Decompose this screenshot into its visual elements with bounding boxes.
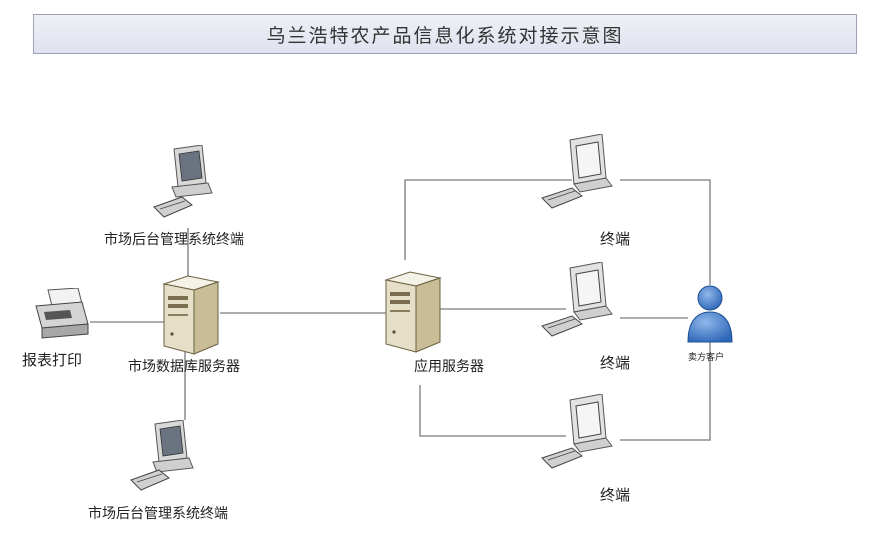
diagram-title-box: 乌兰浩特农产品信息化系统对接示意图 (33, 14, 857, 54)
user-icon-client (687, 285, 733, 343)
label-terminal-2: 终端 (600, 354, 631, 372)
printer-icon (35, 288, 89, 339)
label-terminal-3: 终端 (600, 486, 631, 504)
line-app-terminal-3 (419, 385, 566, 437)
label-app-server: 应用服务器 (414, 359, 484, 375)
server-icon-db (162, 275, 220, 355)
diagram-title: 乌兰浩特农产品信息化系统对接示意图 (266, 24, 624, 47)
label-terminal-bottom: 市场后台管理系统终端 (88, 506, 228, 522)
label-printer: 报表打印 (22, 351, 83, 369)
label-client: 卖方客户 (688, 353, 725, 363)
line-terminal-3-client (620, 340, 711, 441)
computer-icon-top (153, 145, 213, 218)
computer-icon-terminal-2 (541, 262, 613, 337)
label-terminal-top: 市场后台管理系统终端 (104, 232, 244, 248)
computer-icon-terminal-1 (541, 134, 613, 209)
server-icon-app (384, 271, 442, 353)
label-db-server: 市场数据库服务器 (128, 359, 240, 375)
computer-icon-bottom (130, 420, 194, 491)
label-terminal-1: 终端 (600, 230, 631, 248)
line-terminal-1-client (620, 179, 711, 285)
line-app-terminal-1 (404, 179, 572, 260)
computer-icon-terminal-3 (541, 394, 613, 469)
